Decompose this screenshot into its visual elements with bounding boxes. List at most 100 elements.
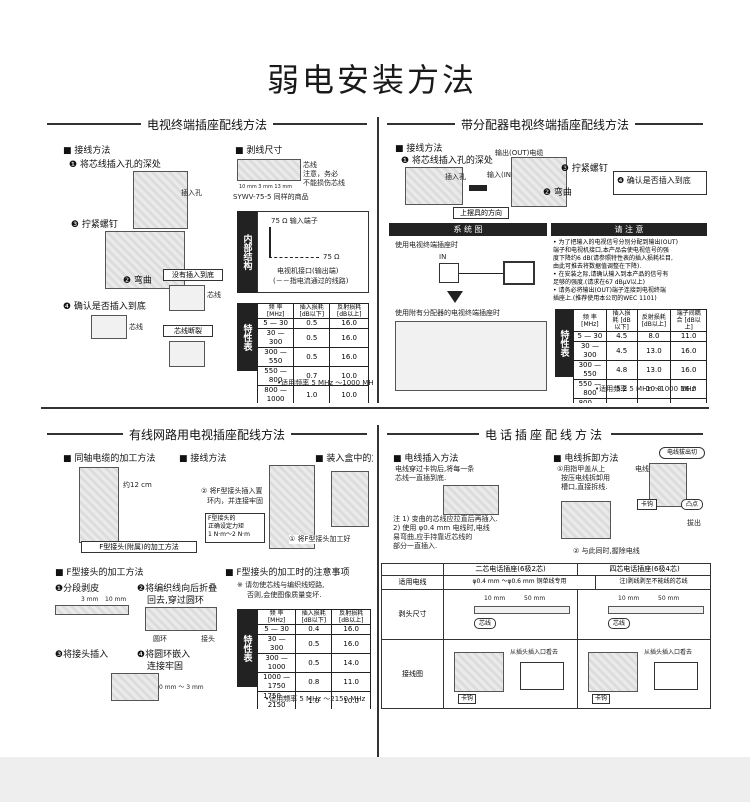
tv-ohm: 75 Ω (323, 253, 340, 261)
cable-step2: ② 将F型接头插入置 (201, 487, 263, 495)
tv-structure-line (269, 227, 271, 257)
phone-wire-insert: ■ 电线插入方法 (393, 454, 459, 464)
f-strip-illustration (55, 605, 129, 615)
splitter-notes-bar: 请 注 意 (551, 223, 707, 236)
tv-core-label-2: 芯线 (129, 323, 143, 331)
f-notes-head: ■ F型接头的加工时的注意事项 (225, 568, 350, 578)
tv-step4-illustration (91, 315, 127, 339)
f-step4b: 连接牢固 (147, 662, 184, 672)
cable-panel-header: 有线网路用电视插座配线方法 (41, 423, 373, 445)
tv-panel-header: 电视终端插座配线方法 (41, 113, 373, 135)
f-fold-illustration (145, 607, 217, 631)
cable-f-connector-note-box: F型接头(附属)的加工方法 (81, 541, 197, 553)
table-cell: 0.8 (295, 672, 333, 692)
phone-wiring-illustration-a (454, 652, 504, 692)
splitter-note-line: 插座上.(推荐使用本公司的WEC 1101) (553, 295, 657, 302)
splitter-wiring-method: ■ 接线方法 (395, 144, 443, 154)
f-dim2: 10 mm (105, 596, 127, 603)
splitter-input-label: 输入(IN)电缆 (487, 171, 528, 179)
f-insert-illustration (111, 673, 159, 701)
tv-inner-structure-label: 内部结构 (237, 211, 257, 293)
phone-dim10-a: 10 mm (484, 595, 506, 602)
phone-remove-step2-illustration (561, 501, 611, 539)
tv-freq-note: •适用频率 5 MHz ～1000 MHz (277, 379, 373, 387)
phone-hook-a: 卡钩 (458, 694, 476, 704)
splitter-sys-using: 使用电视终端插座时 (395, 241, 458, 249)
tv-inner-structure-box (257, 211, 369, 293)
splitter-arrow-1 (469, 185, 487, 191)
splitter-spec-table: 频 率 [MHz]插入损耗 [dB以下]反射损耗 [dB以上]端子间耦合 [dB… (573, 309, 707, 403)
splitter-note-line: 足够的强度.(请求在67 dBμV以上) (553, 279, 645, 286)
table-cell: 16.0 (329, 318, 369, 329)
tv-through-line: (－－指电流通过的线路) (273, 277, 349, 285)
cable-torque-value: 1 N·m～2 N·m (208, 531, 250, 538)
horizontal-divider (41, 407, 709, 409)
table-cell: 30 — 300 (256, 328, 295, 348)
splitter-notes-list: • 为了把输入的电视信号分别分配到输出(OUT) 端子和电视机接口,本产品会使电… (553, 239, 707, 303)
table-cell: 14.0 (331, 653, 371, 673)
table-cell: 800 — 1000 (256, 385, 295, 403)
table-cell: 16.0 (670, 398, 707, 403)
table-cell: 16.0 (331, 634, 371, 654)
table-cell: 4.5 (605, 331, 638, 342)
table-cell: 300 — 550 (573, 360, 607, 380)
phone-table-row2-cell2: 10 mm 50 mm 芯线 (578, 590, 710, 640)
table-header-cell: 频 率 [MHz] (256, 303, 295, 319)
f-ring: 圆环 (153, 635, 167, 643)
table-cell: 300 — 1000 (256, 653, 297, 673)
splitter-characteristics-label: 特性表 (555, 309, 573, 377)
tv-step1-illustration (133, 171, 188, 229)
table-header-cell: 插入损耗 [dB以下] (293, 303, 331, 319)
table-cell: 0.4 (295, 624, 333, 635)
phone-core-b: 芯线 (608, 618, 630, 629)
tv-not-inserted-illustration (169, 285, 205, 311)
phone-strip-illustration-b (608, 606, 704, 614)
splitter-sys-cable (459, 273, 503, 274)
table-cell: 0.5 (293, 347, 331, 367)
phone-table-row3-label: 接线图 (382, 640, 444, 708)
f-freq-note: •适用频率 5 MHz ～2150 MHz (265, 695, 366, 703)
table-cell: 0.5 (293, 328, 331, 348)
splitter-sys-in: IN (439, 253, 447, 261)
phone-table-row2-label: 剥头尺寸 (382, 590, 444, 640)
f-processing: ■ F型接头的加工方法 (55, 568, 144, 578)
phone-pull: 拔出 (687, 519, 701, 527)
table-row: 800 — 10005.28.016.0 (573, 398, 707, 403)
table-cell: 0.5 (293, 318, 331, 329)
splitter-note-line: 度下降约6 dB(请参照特性表的插入损耗栏目, (553, 255, 673, 262)
splitter-note-line: • 为了把输入的电视信号分别分配到输出(OUT) (553, 239, 678, 246)
phone-remove-step1: ①用指甲盖从上 (557, 465, 606, 473)
tv-structure-dash (269, 257, 319, 258)
f-dim1: 3 mm (81, 596, 99, 603)
cable-f-connector-note: F型接头(附属)的加工方法 (99, 543, 179, 551)
bottom-margin (0, 757, 750, 802)
f-characteristics-label: 特性表 (237, 609, 257, 687)
phone-hook: 卡钩 (640, 501, 653, 508)
phone-jack-a (520, 662, 564, 690)
table-cell: 16.0 (670, 360, 707, 380)
f-notes1: ※ 请勿使芯线与编织线短路, (237, 581, 325, 589)
phone-table-corner (382, 564, 444, 576)
table-cell: 10.0 (331, 691, 371, 709)
f-step1: ❶分段剥皮 (55, 584, 100, 594)
tv-output-label: 电视机接口(输出端) (277, 267, 339, 275)
cable-torque-label: 正确设定力矩 (208, 523, 245, 530)
page-title: 弱电安装方法 (266, 61, 477, 99)
tv-core-note2: 注意，务必 (303, 170, 338, 178)
table-cell: 13.0 (636, 341, 672, 361)
splitter-system-diagram-bar: 系 统 图 (389, 223, 547, 236)
phone-table-row3-cell2: 从插头插入口看去 卡钩 (578, 640, 710, 708)
table-header-cell: 反射损耗 [dB以上] (329, 303, 369, 319)
f-dim3: 0 mm ～ 3 mm (159, 684, 204, 691)
phone-table-row1-label: 适用电线 (382, 576, 444, 590)
f-notes2: 否则,会使图像质量变坏. (247, 591, 322, 599)
tv-cable-illustration (237, 159, 301, 181)
phone-wire-insert-desc1: 电线穿过卡钩后,将每一条 (395, 465, 475, 473)
splitter-wiring-panel: 带分配器电视终端插座配线方法 ■ 接线方法 ❶ 将芯线插入孔的深处 插入孔 输入… (381, 113, 709, 403)
